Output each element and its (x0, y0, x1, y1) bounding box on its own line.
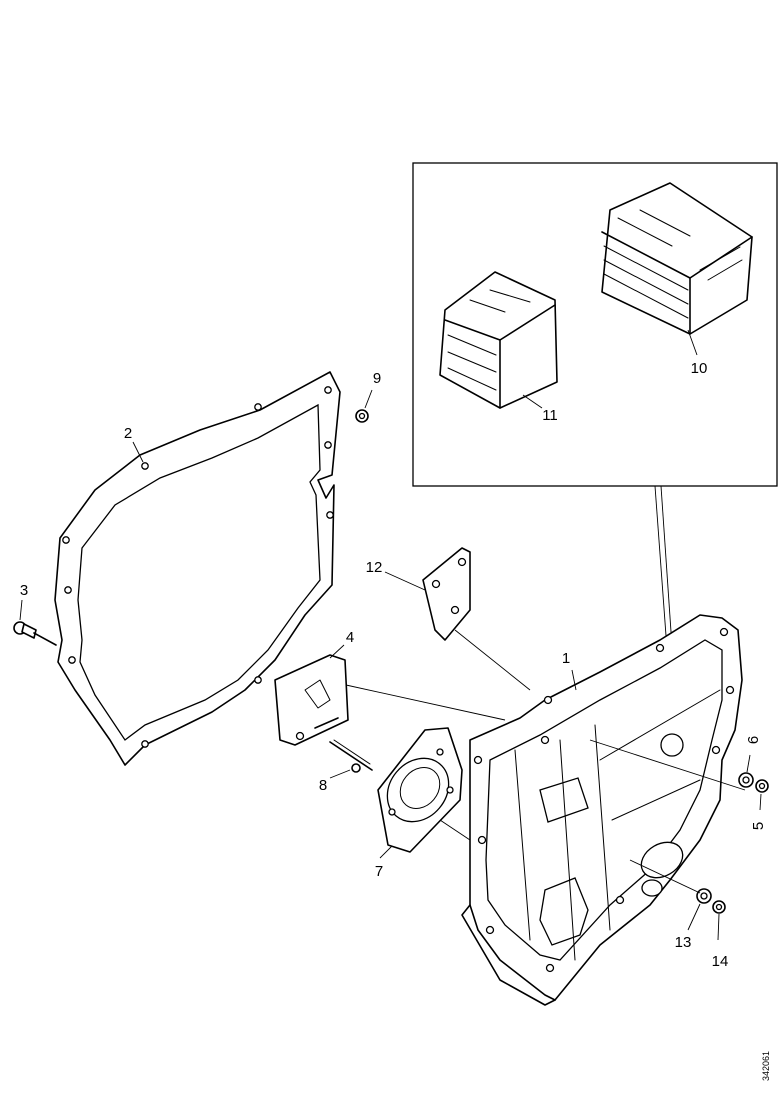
part-13-washer (629, 859, 712, 931)
drawing-id: 342061 (761, 1051, 771, 1081)
part-2-frame-seal (54, 371, 341, 766)
callout-4: 4 (346, 629, 354, 646)
part-5-nut (755, 779, 769, 811)
part-10-module (601, 182, 753, 356)
part-3-screw (13, 599, 57, 646)
part-4-bracket (274, 644, 506, 746)
part-8-bolt (329, 739, 373, 779)
part-6-washer (738, 754, 754, 788)
callout-7: 7 (375, 863, 383, 880)
callout-1: 1 (562, 650, 570, 667)
callout-11: 11 (542, 407, 558, 424)
part-12-plate (384, 547, 531, 691)
callout-14: 14 (712, 953, 729, 970)
callout-3: 3 (20, 582, 28, 599)
callout-2: 2 (124, 425, 132, 442)
part-9-nut (355, 389, 373, 423)
callout-10: 10 (691, 360, 708, 377)
part-11-module (439, 271, 558, 409)
callout-12: 12 (366, 559, 383, 576)
part-7-housing (377, 727, 501, 861)
part-14-nut (712, 900, 726, 941)
callout-8: 8 (319, 777, 327, 794)
callout-13: 13 (675, 934, 692, 951)
callout-9: 9 (373, 370, 381, 387)
callout-5: 5 (750, 822, 767, 830)
callout-6: 6 (745, 736, 762, 744)
part-1-door-panel (461, 614, 746, 1006)
